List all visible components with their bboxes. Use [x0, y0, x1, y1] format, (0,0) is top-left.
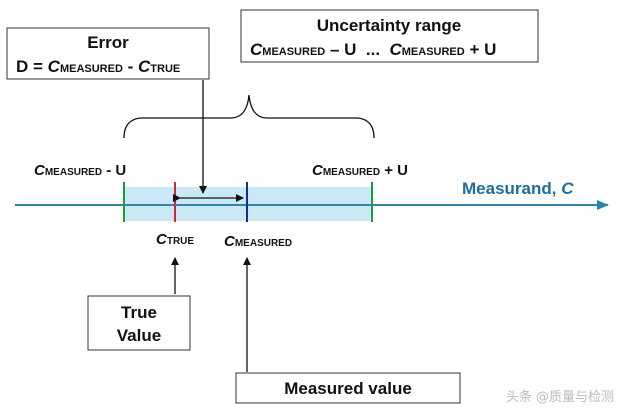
c-true-label: CTRUE	[156, 231, 194, 248]
true-value-line1: True	[121, 303, 157, 322]
error-title: Error	[87, 33, 129, 52]
upper-bound-label: CMEASURED + U	[312, 162, 408, 179]
true-value-box	[87, 295, 191, 351]
c-measured-label: CMEASURED	[224, 233, 292, 250]
watermark: 头条 @质量与检测	[505, 390, 614, 405]
uncertainty-brace	[123, 94, 375, 139]
measurand-axis-label: Measurand, C	[462, 179, 574, 198]
error-box	[6, 27, 210, 80]
lower-bound-label: CMEASURED - U	[34, 162, 126, 179]
uncertainty-range-box	[240, 9, 539, 63]
measured-value-box	[235, 372, 461, 404]
error-formula: D = CMEASURED - CTRUE	[16, 57, 180, 76]
uncertainty-range-title: Uncertainty range	[317, 16, 462, 35]
true-value-line2: Value	[117, 326, 161, 345]
measured-value-text: Measured value	[284, 379, 412, 398]
uncertainty-range-formula: CMEASURED – U ... CMEASURED + U	[250, 40, 496, 59]
